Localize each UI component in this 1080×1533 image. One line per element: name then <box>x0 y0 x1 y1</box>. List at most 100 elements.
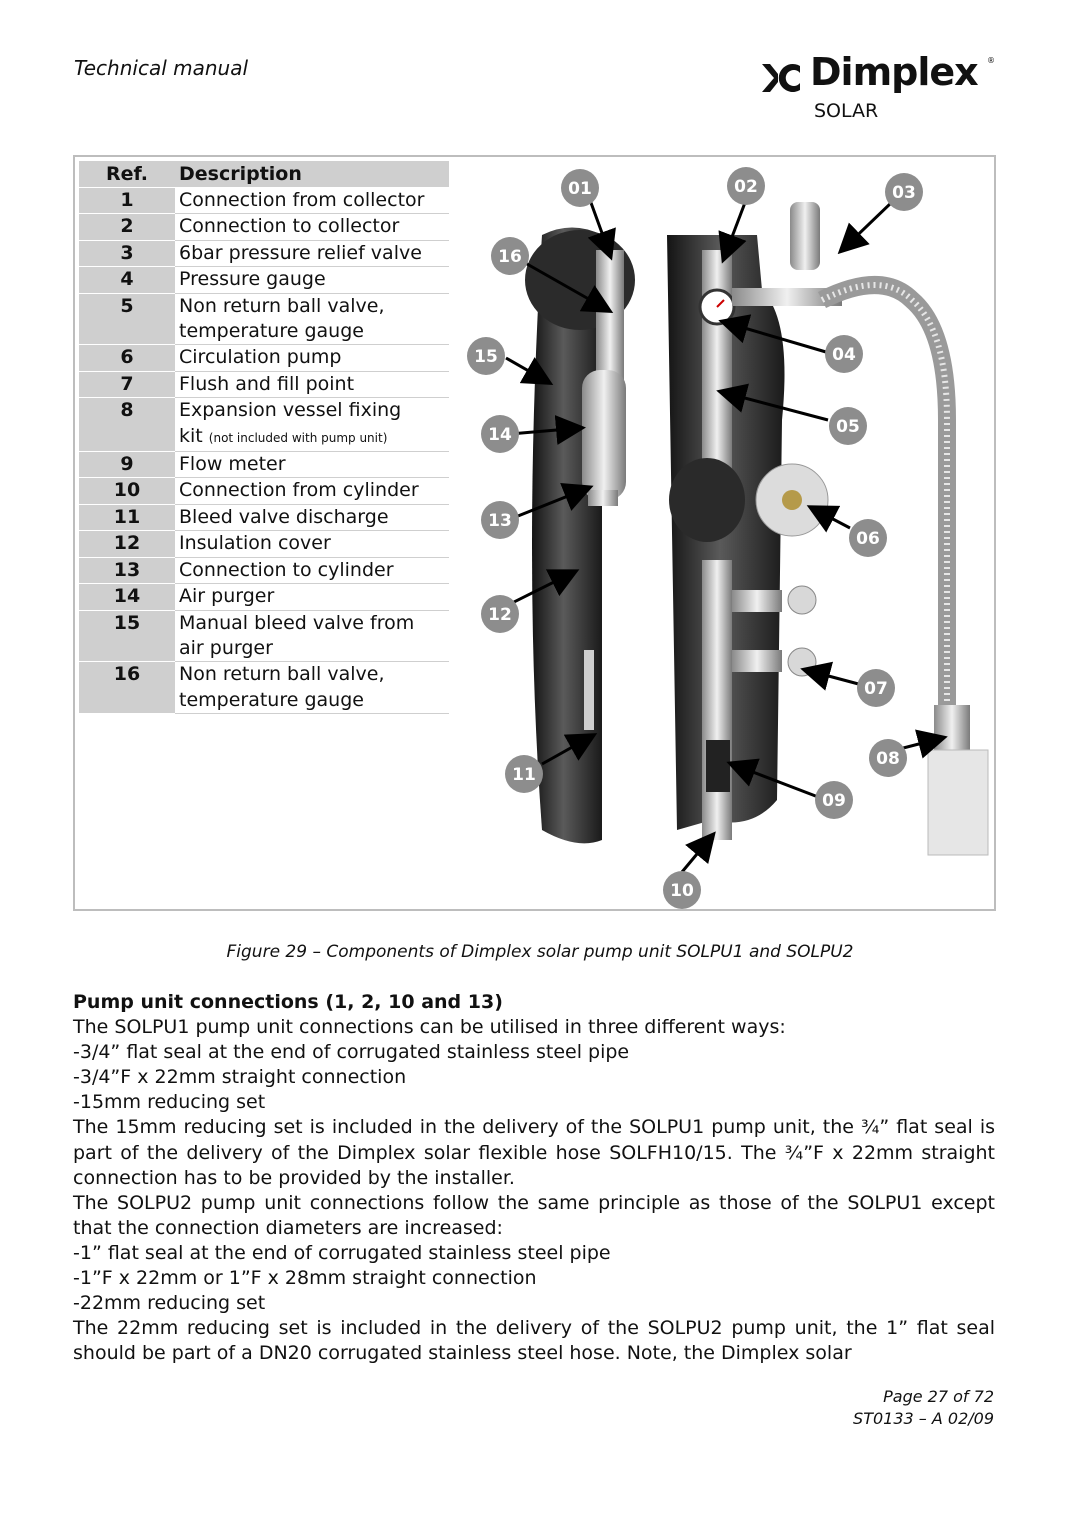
description-line: Insulation cover <box>179 532 331 555</box>
description-cell: Pressure gauge <box>175 266 449 294</box>
description-line-2: temperature gauge <box>179 688 364 711</box>
section-heading: Pump unit connections (1, 2, 10 and 13) <box>73 991 503 1013</box>
description-line: Connection from cylinder <box>179 479 419 502</box>
callout-circle <box>869 739 907 777</box>
callout-06: 06 <box>849 519 887 557</box>
callout-05: 05 <box>829 407 867 445</box>
list-item: -3/4” flat seal at the end of corrugated… <box>73 1041 630 1064</box>
description-cell: Circulation pump <box>175 344 449 372</box>
ref-cell: 4 <box>79 266 175 294</box>
callout-circle <box>815 781 853 819</box>
callout-08: 08 <box>869 739 907 777</box>
callout-16: 16 <box>491 237 529 275</box>
callout-circle <box>825 335 863 373</box>
ref-cell: 10 <box>79 477 175 505</box>
description-cell: Connection from cylinder <box>175 477 449 505</box>
description-line: Connection to cylinder <box>179 558 394 581</box>
registered-mark: ® <box>987 56 995 65</box>
ref-cell: 2 <box>79 213 175 241</box>
paragraph-4: The 22mm reducing set is included in the… <box>73 1317 995 1365</box>
section-body: Pump unit connections (1, 2, 10 and 13) … <box>73 990 995 1366</box>
description-cell: Connection to cylinder <box>175 557 449 585</box>
callout-circle <box>481 501 519 539</box>
ref-cell: 7 <box>79 371 175 399</box>
ref-cell: 16 <box>79 661 175 715</box>
ref-cell: 8 <box>79 397 175 453</box>
callout-circle <box>663 871 701 909</box>
description-column-header: Description <box>175 161 449 188</box>
description-line: Pressure gauge <box>179 268 326 291</box>
description-line: Connection to collector <box>179 215 400 238</box>
figure-caption: Figure 29 – Components of Dimplex solar … <box>226 942 854 962</box>
ref-cell: 9 <box>79 451 175 479</box>
description-line: Flow meter <box>179 453 286 476</box>
callout-label: 03 <box>892 183 916 203</box>
callout-circle <box>467 337 505 375</box>
description-cell: Air purger <box>175 583 449 611</box>
page-number: Page 27 of 72 <box>883 1387 994 1406</box>
callout-label: 07 <box>864 679 888 699</box>
callout-circle <box>849 519 887 557</box>
list-item: -15mm reducing set <box>73 1091 266 1114</box>
callout-03: 03 <box>885 173 923 211</box>
paragraph-3: The SOLPU2 pump unit connections follow … <box>73 1191 995 1239</box>
description-line: Air purger <box>179 585 275 608</box>
description-cell: Flush and fill point <box>175 371 449 399</box>
ref-cell: 12 <box>79 530 175 558</box>
description-note: (not included with pump unit) <box>208 430 388 445</box>
callout-label: 16 <box>498 247 522 267</box>
callout-13: 13 <box>481 501 519 539</box>
description-line: air purger <box>179 636 445 661</box>
callout-label: 06 <box>856 529 880 549</box>
ref-cell: 14 <box>79 583 175 611</box>
description-cell: Bleed valve discharge <box>175 504 449 532</box>
callout-circle <box>481 595 519 633</box>
description-cell: Non return ball valve,temperature gauge <box>175 293 449 346</box>
ref-cell: 15 <box>79 610 175 663</box>
list-item: -1”F x 22mm or 1”F x 28mm straight conne… <box>73 1267 537 1290</box>
ref-cell: 1 <box>79 187 175 215</box>
description-line: Flush and fill point <box>179 372 355 395</box>
brand-sub: SOLAR <box>814 100 879 122</box>
callout-label: 15 <box>474 347 498 367</box>
description-line: kit (not included with pump unit) <box>179 424 445 451</box>
callout-label: 05 <box>836 417 860 437</box>
brand-name: Dimplex <box>810 50 979 94</box>
callout-label: 09 <box>822 791 846 811</box>
callout-label: 01 <box>568 179 592 199</box>
callout-label: 13 <box>488 511 512 531</box>
description-line: Connection from collector <box>179 189 425 211</box>
callout-label: 12 <box>488 605 512 625</box>
header-title: Technical manual <box>74 56 249 80</box>
description-line-2: kit <box>179 424 203 447</box>
ref-cell: 13 <box>79 557 175 585</box>
callout-11: 11 <box>505 755 543 793</box>
description-line: Non return ball valve, <box>179 294 385 317</box>
ref-cell: 3 <box>79 240 175 268</box>
ref-column-header: Ref. <box>79 161 175 188</box>
callout-07: 07 <box>857 669 895 707</box>
callout-09: 09 <box>815 781 853 819</box>
description-line: Expansion vessel fixing <box>179 399 402 422</box>
callout-label: 04 <box>832 345 856 365</box>
paragraph-2: The 15mm reducing set is included in the… <box>73 1116 995 1189</box>
callout-circle <box>561 169 599 207</box>
callout-15: 15 <box>467 337 505 375</box>
description-cell: Flow meter <box>175 451 449 479</box>
